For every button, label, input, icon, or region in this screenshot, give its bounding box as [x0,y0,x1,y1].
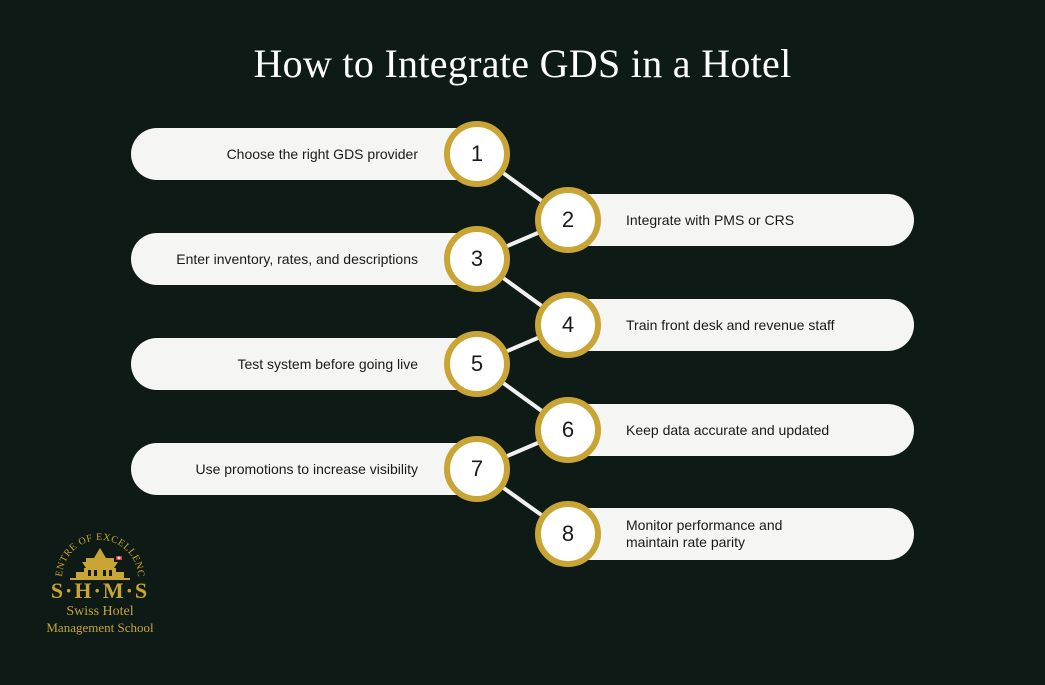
step-8-card: Monitor performance and maintain rate pa… [568,508,914,560]
step-7-text: Use promotions to increase visibility [195,460,418,477]
step-3-text: Enter inventory, rates, and descriptions [176,250,418,267]
step-4-number: 4 [535,292,601,358]
step-6-card: Keep data accurate and updated [568,404,914,456]
step-1-number: 1 [444,121,510,187]
step-5-card: Test system before going live [131,338,486,390]
step-8-text: Monitor performance and maintain rate pa… [626,517,783,550]
step-3-number: 3 [444,226,510,292]
hotel-building-icon: CENTRE OF EXCELLENCE [40,528,146,580]
step-4-card: Train front desk and revenue staff [568,299,914,351]
step-1-card: Choose the right GDS provider [131,128,486,180]
step-4-text: Train front desk and revenue staff [626,316,835,333]
logo-letters: S·H·M·S [50,578,150,603]
step-2-number: 2 [535,187,601,253]
step-1-text: Choose the right GDS provider [226,145,418,162]
step-2-card: Integrate with PMS or CRS [568,194,914,246]
step-6-number: 6 [535,397,601,463]
step-8-number: 8 [535,501,601,567]
step-2-text: Integrate with PMS or CRS [626,211,795,228]
shms-logo: CENTRE OF EXCELLENCE S·H·M·S Swiss Hotel… [40,528,160,638]
step-7-number: 7 [444,436,510,502]
step-7-card: Use promotions to increase visibility [131,443,486,495]
step-6-text: Keep data accurate and updated [626,421,830,438]
step-5-text: Test system before going live [237,355,418,372]
step-3-card: Enter inventory, rates, and descriptions [131,233,486,285]
logo-name-line1: Swiss Hotel [66,604,134,619]
logo-name-line2: Management School [46,620,154,635]
page-title: How to Integrate GDS in a Hotel [253,41,792,86]
step-5-number: 5 [444,331,510,397]
